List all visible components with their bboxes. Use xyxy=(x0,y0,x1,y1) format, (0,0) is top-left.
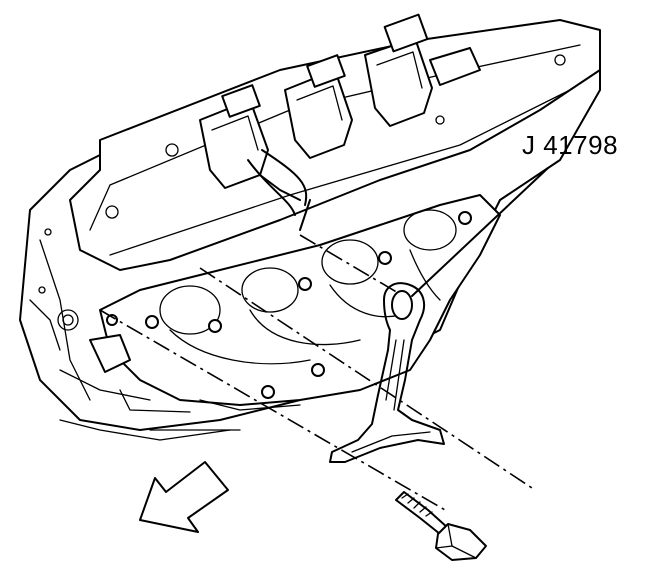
spark-plug-wires xyxy=(247,149,311,231)
arrow-left-down-icon xyxy=(139,461,229,533)
bolt xyxy=(395,491,487,561)
ignition-coil-2 xyxy=(284,54,353,159)
tool-callout-label: J 41798 xyxy=(522,130,619,160)
alignment-centerlines xyxy=(99,234,536,511)
lower-block-details xyxy=(59,334,301,431)
exhaust-manifold xyxy=(99,194,501,406)
callout-leader-line xyxy=(411,167,549,297)
ignition-coil-3 xyxy=(364,13,481,127)
tool-bracket xyxy=(329,282,445,463)
